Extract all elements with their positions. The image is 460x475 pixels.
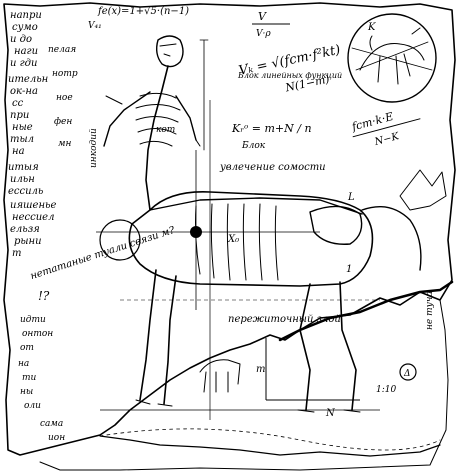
- arrow-label: 1: [346, 264, 352, 275]
- note-line: ияшенье: [10, 200, 56, 211]
- note-line: ок-на: [10, 86, 38, 97]
- note-line: оли: [24, 401, 41, 411]
- note-line: и до: [10, 34, 32, 45]
- caption-lower: пережиточный злой: [228, 314, 341, 325]
- column-label: инкодий: [89, 128, 99, 168]
- centaur-skeleton: [103, 35, 447, 413]
- equation-3-text: fcm·k·E: [350, 110, 395, 134]
- equation-3-den: N−K: [373, 131, 401, 148]
- note-line: ельзя: [10, 224, 40, 235]
- note-line: сама: [40, 419, 63, 429]
- note-line: онтон: [22, 329, 53, 339]
- side-note: нотр: [52, 69, 78, 79]
- note-line: сумо: [12, 22, 38, 33]
- axis-y: m: [256, 364, 265, 375]
- construction-lines: [100, 39, 380, 420]
- side-notes: пелая нотр ное фен мн: [48, 45, 78, 149]
- bottom-mark: Δ: [403, 369, 411, 379]
- bottom-left-notes: идти онтон от на ти ны оли сама ион: [18, 315, 65, 443]
- note-line: сс: [12, 98, 24, 109]
- note-line: на: [18, 359, 29, 369]
- note-line: от: [20, 343, 34, 353]
- neck-label: кот: [156, 125, 175, 135]
- fraction-numerator: V: [258, 10, 267, 23]
- lower-right-sketch: m N Δ 1:10 1: [199, 264, 417, 419]
- double-question: !?: [38, 289, 50, 303]
- note-line: ительн: [8, 74, 48, 85]
- note-line: при: [10, 110, 29, 121]
- hip-label: L: [347, 192, 355, 203]
- side-note: пелая: [48, 45, 76, 55]
- note-line: и гди: [10, 58, 37, 69]
- scale-label: 1:10: [376, 385, 396, 395]
- note-line: нессиел: [12, 212, 54, 223]
- equation-2-label: Блок: [241, 141, 266, 151]
- formulas: fe(x)=1+√5·(n−1) V₄₁ V V·ρ Vₖ = √(fcm·f²…: [88, 6, 421, 151]
- note-line: идти: [20, 315, 46, 325]
- caption-center: увлечение сомости: [219, 162, 326, 173]
- bottom-right-vertical: не туча: [425, 291, 435, 330]
- note-line: ион: [48, 433, 65, 443]
- side-note: фен: [54, 117, 72, 127]
- small-note: Блок линейных функций: [237, 71, 342, 80]
- note-line: ессиль: [8, 186, 43, 197]
- circle-inset: K: [347, 13, 437, 103]
- note-line: рыни: [14, 236, 42, 247]
- note-line: напри: [10, 10, 42, 21]
- chest-label: X₀: [227, 234, 239, 245]
- equation-3: fcm·k·E N−K: [350, 110, 421, 148]
- formula-top: fe(x)=1+√5·(n−1): [97, 6, 189, 17]
- left-notes: напри сумо и до наги и гди ительн ок-на …: [8, 10, 56, 259]
- note-line: ны: [20, 387, 33, 397]
- fraction-denominator: V·ρ: [256, 29, 271, 39]
- note-line: ные: [12, 122, 33, 133]
- circle-tag: K: [367, 22, 376, 33]
- note-line: т: [12, 248, 21, 259]
- formula-top-left: V₄₁: [88, 21, 102, 31]
- note-line: тыл: [10, 134, 34, 145]
- note-line: итыя: [8, 162, 39, 173]
- note-line: ильн: [10, 174, 35, 185]
- axis-x: N: [325, 408, 336, 419]
- note-line: ти: [22, 373, 37, 383]
- equation-3-bar: [352, 118, 421, 138]
- side-note: ное: [56, 93, 73, 103]
- center-of-mass-marker: [96, 150, 320, 310]
- side-note: мн: [58, 139, 71, 149]
- note-line: на: [12, 146, 25, 157]
- paper-sheet: [3, 2, 456, 471]
- equation-2: Kᵣᵒ = m+N / n: [231, 122, 312, 135]
- note-line: наги: [14, 46, 38, 57]
